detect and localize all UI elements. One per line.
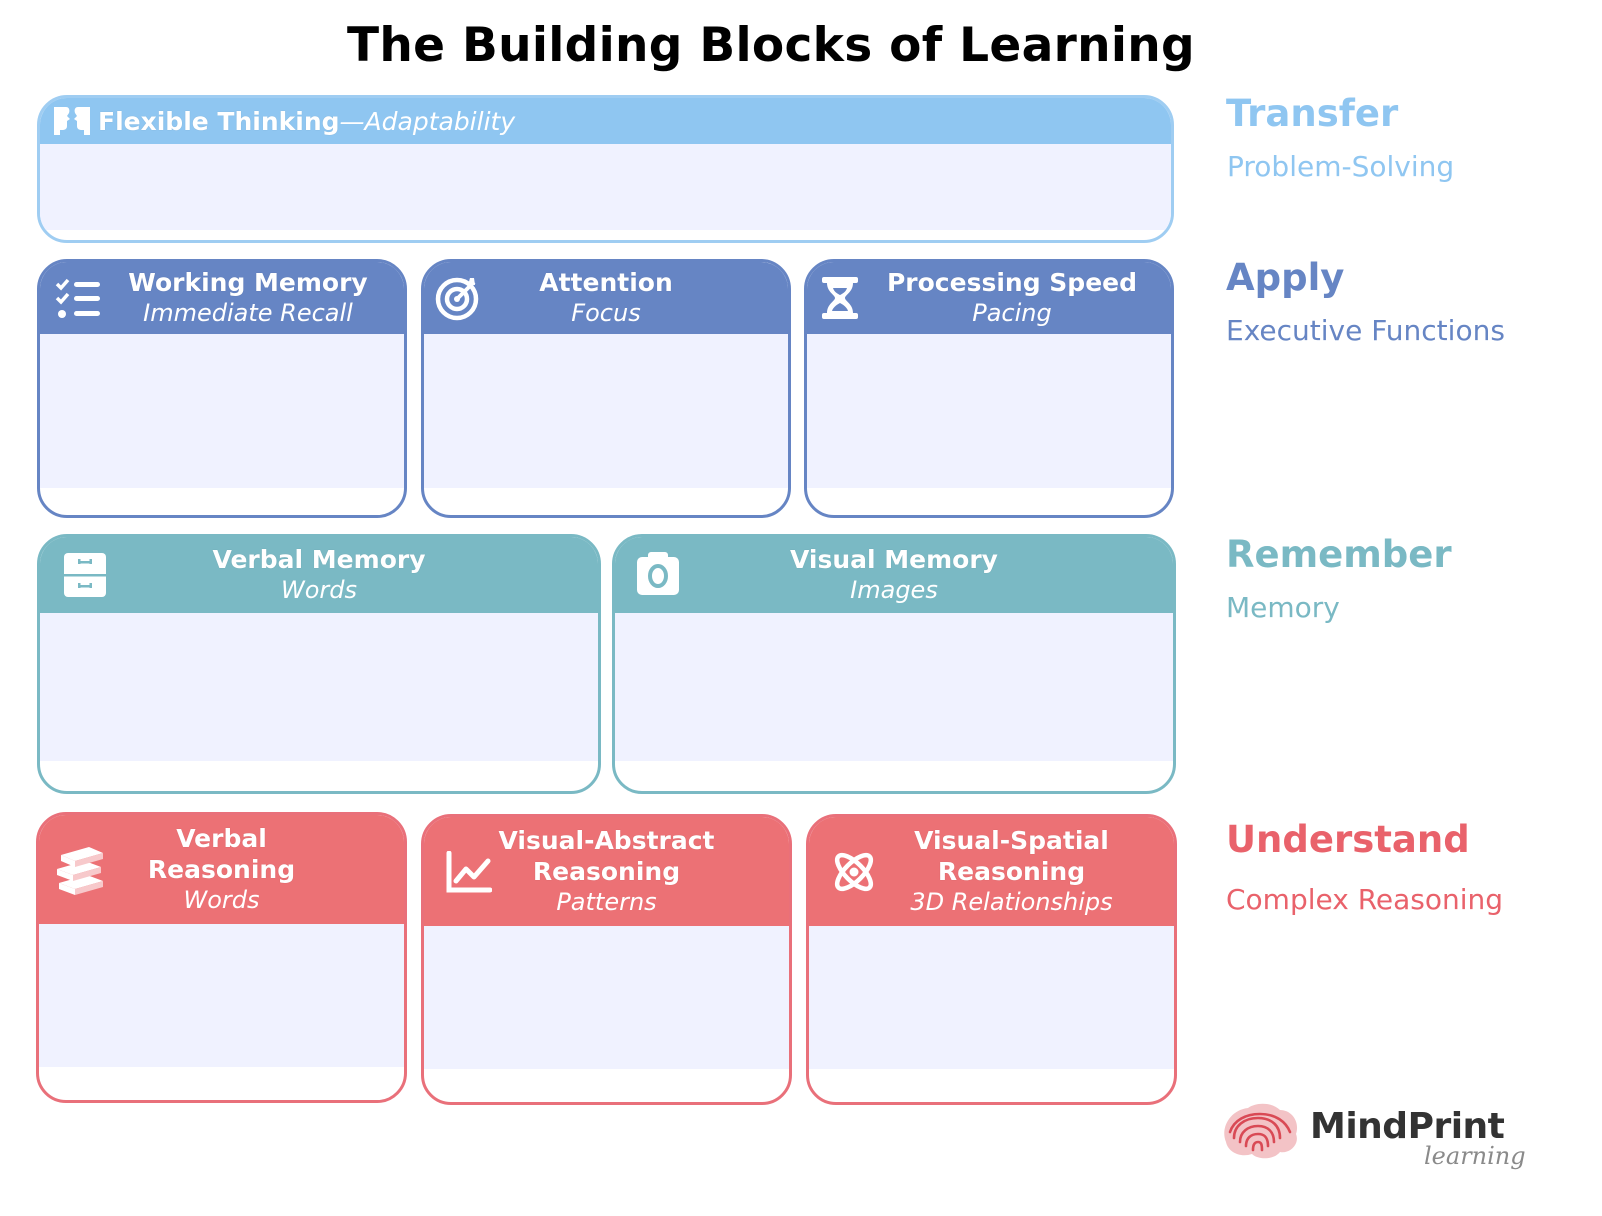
card-content-area [39, 924, 404, 1067]
category-remember-subtitle: Memory [1226, 591, 1340, 624]
category-understand-title: Understand [1226, 818, 1470, 861]
line-chart-icon [446, 850, 493, 898]
card-subtitle: Focus [571, 299, 641, 327]
card-working-memory: Working Memory Immediate Recall [37, 259, 407, 518]
card-subtitle: Pacing [972, 299, 1052, 327]
logo-name: MindPrint [1310, 1106, 1505, 1147]
card-visual-spatial-reasoning: Visual-Spatial Reasoning 3D Relationship… [806, 814, 1177, 1105]
card-subtitle: Patterns [556, 888, 657, 916]
card-title-line1: Visual-Abstract [498, 826, 715, 855]
card-subtitle: —Adaptability [339, 106, 516, 136]
card-header: Visual-Abstract Reasoning Patterns [424, 817, 789, 926]
card-processing-speed: Processing Speed Pacing [804, 259, 1174, 518]
card-title: Flexible Thinking [98, 106, 340, 136]
card-title-line2: Reasoning [532, 857, 681, 886]
category-understand-subtitle: Complex Reasoning [1226, 883, 1504, 916]
card-header: Visual Memory Images [615, 537, 1173, 613]
card-title-line1: Visual-Spatial [914, 826, 1109, 855]
category-apply-title: Apply [1226, 256, 1345, 299]
file-cabinet-icon [62, 551, 108, 604]
card-title: Processing Speed [886, 268, 1138, 297]
camera-icon [635, 549, 681, 602]
card-content-area [40, 613, 598, 761]
card-header: Visual-Spatial Reasoning 3D Relationship… [809, 817, 1174, 926]
card-subtitle: Images [850, 576, 938, 604]
logo-tagline: learning [1424, 1142, 1526, 1170]
card-title-line2: Reasoning [147, 855, 296, 884]
hourglass-icon [821, 276, 859, 325]
card-header: Verbal Memory Words [40, 537, 598, 613]
card-subtitle: Words [280, 576, 358, 604]
card-content-area [809, 926, 1174, 1069]
fingerprint-brain-icon [1220, 1102, 1302, 1169]
card-title-line2: Reasoning [937, 857, 1086, 886]
mindprint-logo: MindPrint learning [1220, 1100, 1540, 1180]
card-title: Attention [539, 268, 673, 297]
card-content-area [40, 144, 1171, 230]
books-icon [55, 839, 105, 902]
card-flexible-thinking: Flexible Thinking —Adaptability [37, 95, 1174, 243]
checklist-icon [54, 278, 102, 325]
head-profiles-icon [52, 103, 92, 139]
card-content-area [424, 334, 788, 488]
card-header: Working Memory Immediate Recall [40, 262, 404, 334]
card-verbal-memory: Verbal Memory Words [37, 534, 601, 794]
card-title-line1: Verbal [176, 824, 267, 853]
card-visual-memory: Visual Memory Images [612, 534, 1176, 794]
card-subtitle: Words [183, 886, 260, 914]
card-content-area [807, 334, 1171, 488]
card-title: Working Memory [128, 268, 368, 297]
card-attention: Attention Focus [421, 259, 791, 518]
category-transfer-subtitle: Problem-Solving [1227, 150, 1455, 183]
card-title: Visual Memory [790, 545, 998, 574]
card-content-area [40, 334, 404, 488]
atom-icon [829, 847, 879, 902]
card-visual-abstract-reasoning: Visual-Abstract Reasoning Patterns [421, 814, 792, 1105]
card-header: Attention Focus [424, 262, 788, 334]
card-subtitle: 3D Relationships [910, 888, 1113, 916]
card-content-area [615, 613, 1173, 761]
page-title: The Building Blocks of Learning [347, 18, 1195, 73]
target-icon [434, 274, 482, 327]
card-content-area [424, 926, 789, 1069]
category-remember-title: Remember [1226, 533, 1452, 576]
card-title: Verbal Memory [212, 545, 426, 574]
card-verbal-reasoning: Verbal Reasoning Words [36, 812, 407, 1103]
category-transfer-title: Transfer [1226, 92, 1399, 135]
card-subtitle: Immediate Recall [143, 299, 353, 327]
card-header: Processing Speed Pacing [807, 262, 1171, 334]
card-header: Flexible Thinking —Adaptability [40, 98, 1171, 144]
category-apply-subtitle: Executive Functions [1226, 314, 1505, 347]
